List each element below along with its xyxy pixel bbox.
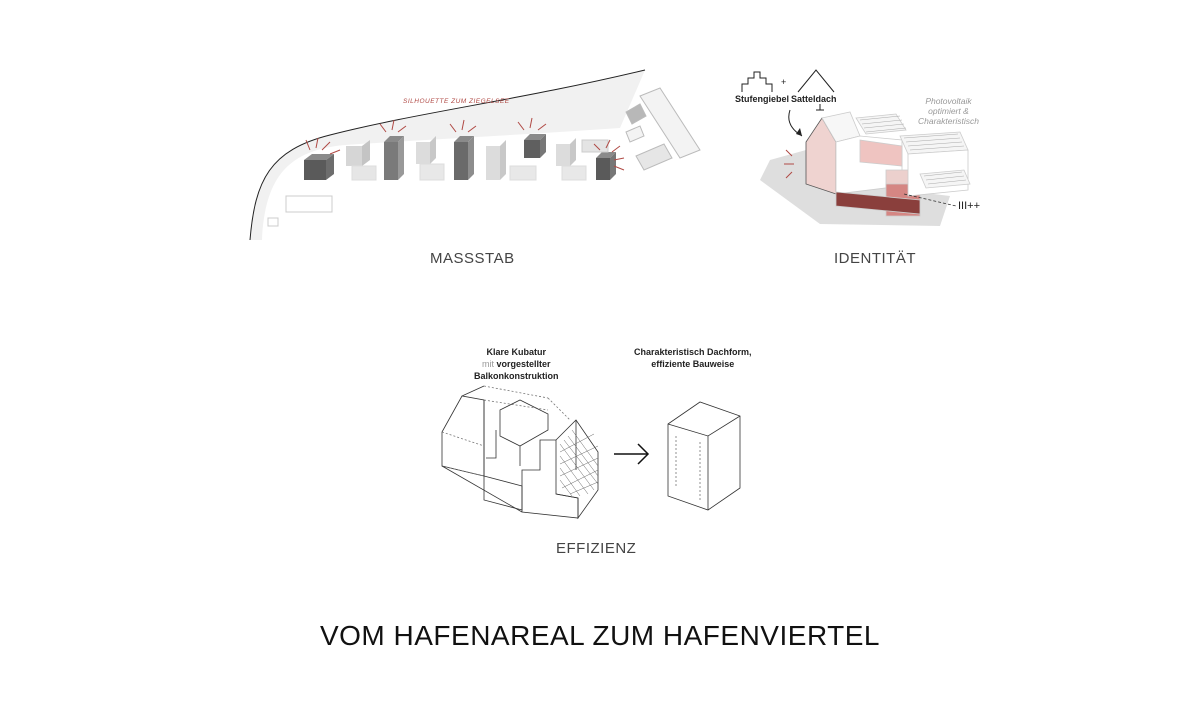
effizienz-hatch (559, 429, 599, 497)
photovoltaik-note: Photovoltaik optimiert & Charakteristisc… (918, 96, 979, 126)
identitaet-arrowhead (796, 128, 802, 136)
effizienz-complex-volume (441, 385, 599, 520)
block-5 (454, 136, 474, 180)
right-note-line1: Charakteristisch Dachform, (634, 347, 752, 357)
block-1 (304, 154, 334, 180)
identitaet-building (805, 111, 971, 217)
left-note-line1: Klare Kubatur (486, 347, 547, 357)
identitaet-label: IDENTITÄT (834, 250, 916, 267)
identitaet-ticks (784, 149, 794, 179)
massstab-outline-building (267, 195, 333, 227)
block-8 (556, 138, 587, 181)
block-7 (524, 134, 546, 158)
massstab-accents (305, 117, 625, 171)
block-2 (346, 140, 377, 181)
satteldach-icon (797, 69, 835, 93)
satteldach-label: Satteldach (791, 94, 837, 104)
silhouette-note: SILHOUETTE ZUM ZIEGELSEE (403, 98, 510, 105)
block-6 (486, 140, 537, 181)
block-rotated (625, 87, 701, 171)
photovoltaik-line3: Charakteristisch (918, 116, 979, 126)
stufengiebel-label: Stufengiebel (735, 94, 790, 104)
plus-label: + (781, 77, 787, 87)
stufengiebel-icon (741, 71, 773, 92)
page-title: VOM HAFENAREAL ZUM HAFENVIERTEL (319, 620, 881, 651)
left-note-line2: mit vorgestellter (481, 359, 551, 369)
effizienz-left-note: Klare Kubatur mit vorgestellter Balkonko… (474, 346, 559, 382)
massstab-shoreline (249, 69, 646, 241)
massstab-label: MASSSTAB (430, 250, 515, 267)
identitaet-level-line (903, 193, 957, 207)
right-note-line2: effiziente Bauweise (651, 359, 735, 369)
effizienz-arrow (614, 443, 650, 465)
effizienz-label: EFFIZIENZ (556, 540, 637, 557)
massstab-ground (250, 70, 645, 240)
effizienz-simple-volume (667, 401, 741, 511)
storeys-label: III++ (958, 200, 981, 212)
massstab-blocks (304, 87, 701, 181)
block-3 (384, 136, 404, 180)
photovoltaik-line2: optimiert & (928, 106, 969, 116)
photovoltaik-line1: Photovoltaik (925, 96, 972, 106)
block-4 (416, 136, 445, 181)
pv-panels (859, 115, 967, 185)
block-9 (581, 139, 616, 180)
effizienz-right-note: Charakteristisch Dachform, effiziente Ba… (634, 346, 752, 370)
left-note-line3: Balkonkonstruktion (474, 371, 559, 381)
